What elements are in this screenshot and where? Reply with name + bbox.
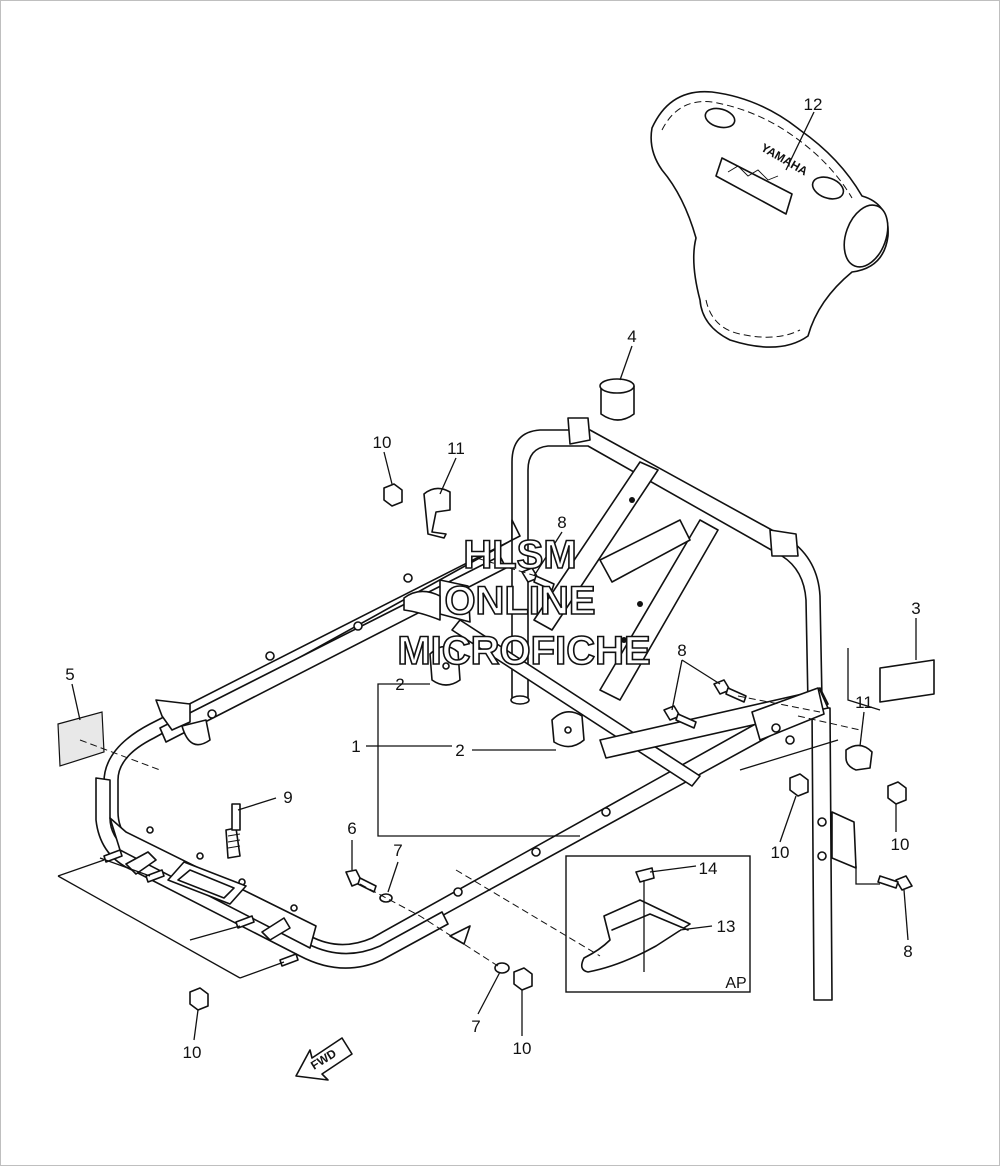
callout-7-a: 7 xyxy=(393,841,402,860)
callout-14: 14 xyxy=(699,859,718,878)
frame-assembly-part-1 xyxy=(95,417,857,1001)
callout-4: 4 xyxy=(627,327,636,346)
callout-1: 1 xyxy=(351,737,360,756)
callout-9: 9 xyxy=(283,788,292,807)
callout-5: 5 xyxy=(65,665,74,684)
holder-part-11 xyxy=(423,487,873,771)
callout-10-d: 10 xyxy=(513,1039,532,1058)
callout-3: 3 xyxy=(911,599,920,618)
clamp-part-2 xyxy=(429,645,585,748)
callout-2-a: 2 xyxy=(395,675,404,694)
callout-8-c: 8 xyxy=(903,942,912,961)
callout-12: 12 xyxy=(804,95,823,114)
sleeve-part-4 xyxy=(599,378,635,421)
callout-2-b: 2 xyxy=(455,741,464,760)
forward-direction-arrow: FWD xyxy=(295,1037,353,1081)
watermark: HLSM ONLINE MICROFICHE xyxy=(397,532,652,674)
clip-part-9 xyxy=(225,803,241,859)
watermark-line-3: MICROFICHE xyxy=(397,629,650,673)
callout-labels: 12 4 3 5 10 11 8 8 11 2 1 2 9 6 7 10 10 … xyxy=(65,95,920,1062)
fasteners xyxy=(103,483,913,1011)
callout-11-a: 11 xyxy=(447,439,465,458)
callout-7-b: 7 xyxy=(471,1017,480,1036)
callout-10-a: 10 xyxy=(373,433,392,452)
callout-8-b: 8 xyxy=(677,641,686,660)
callout-6: 6 xyxy=(347,819,356,838)
watermark-line-1: HLSM xyxy=(463,533,576,577)
callout-13: 13 xyxy=(717,917,736,936)
callout-10-c: 10 xyxy=(891,835,910,854)
steering-cover-part-12: YAMAHA xyxy=(650,90,889,348)
callout-10-e: 10 xyxy=(183,1043,202,1062)
label-part-5 xyxy=(57,711,161,771)
callout-8-a: 8 xyxy=(557,513,566,532)
inset-ap xyxy=(565,855,751,993)
inset-label: AP xyxy=(725,975,746,992)
leader-lines xyxy=(57,111,917,1041)
watermark-line-2: ONLINE xyxy=(444,579,595,623)
label-part-3 xyxy=(797,648,935,731)
callout-11-b: 11 xyxy=(855,693,873,712)
callout-10-b: 10 xyxy=(771,843,790,862)
